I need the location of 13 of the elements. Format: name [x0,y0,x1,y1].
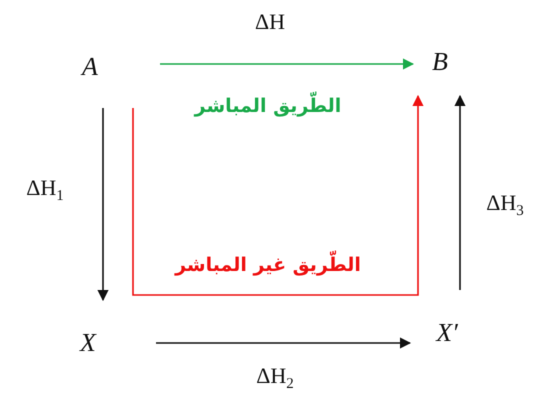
state-label: X′ [436,318,458,348]
enthalpy-label: ΔH$_{2}$ [256,362,294,394]
state-label: X [80,328,96,358]
state-label: A [82,52,98,82]
arrow [156,337,412,349]
arrow [160,58,414,70]
enthalpy-label: ΔH$_{3}$ [486,190,524,220]
arrow [97,108,109,302]
state-label: B [432,47,448,77]
arrow [454,94,466,290]
enthalpy-label: ΔH [254,9,286,35]
arrow [132,94,424,296]
enthalpy-label: ΔH$_{1}$ [26,174,64,206]
